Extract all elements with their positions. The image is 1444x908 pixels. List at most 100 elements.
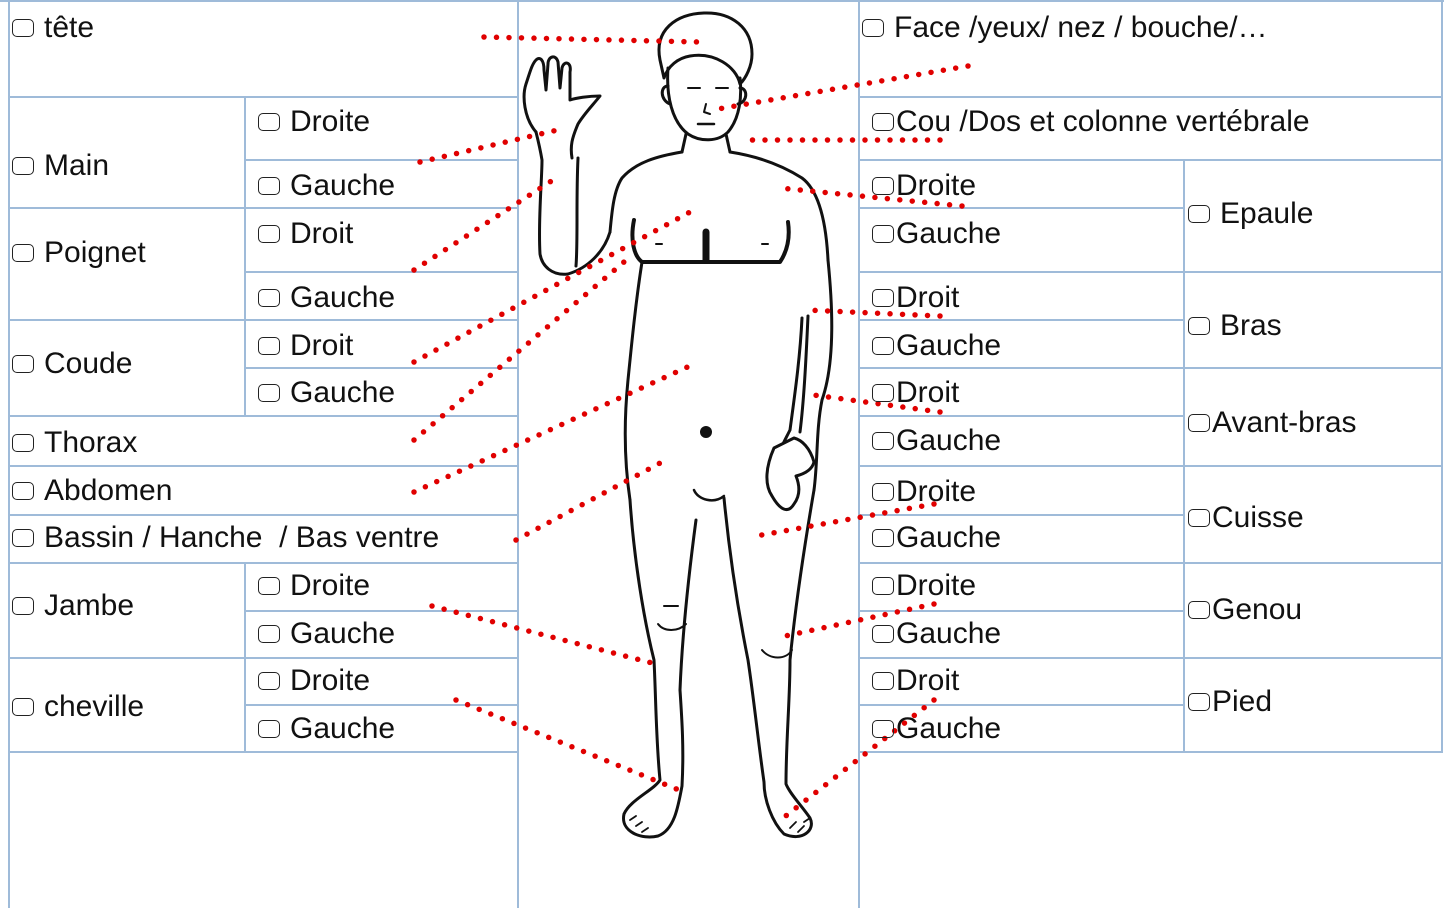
bras-checkbox[interactable] xyxy=(1188,317,1210,335)
coude-left-checkbox[interactable] xyxy=(258,384,280,402)
avant-bras-checkbox[interactable] xyxy=(1188,414,1210,432)
poignet-right-label: Droit xyxy=(290,216,353,252)
jambe-right-option: Droite xyxy=(258,568,370,604)
face-checkbox[interactable] xyxy=(862,19,884,37)
bras-right-checkbox[interactable] xyxy=(872,289,894,307)
main-option: Main xyxy=(12,148,109,184)
main-left-checkbox[interactable] xyxy=(258,177,280,195)
epaule-right-checkbox[interactable] xyxy=(872,177,894,195)
pied-right-option: Droit xyxy=(872,663,959,699)
jambe-label: Jambe xyxy=(44,588,134,624)
tete-checkbox[interactable] xyxy=(12,19,34,37)
bras-left-label: Gauche xyxy=(896,328,1001,364)
genou-label: Genou xyxy=(1212,592,1302,628)
main-right-label: Droite xyxy=(290,104,370,140)
pied-checkbox[interactable] xyxy=(1188,693,1210,711)
cuisse-option: Cuisse xyxy=(1188,500,1304,536)
jambe-left-checkbox[interactable] xyxy=(258,625,280,643)
main-left-label: Gauche xyxy=(290,168,395,204)
cou-option: Cou /Dos et colonne vertébrale xyxy=(872,104,1310,140)
pied-left-option: Gauche xyxy=(872,711,1001,747)
poignet-right-checkbox[interactable] xyxy=(258,225,280,243)
cheville-right-label: Droite xyxy=(290,663,370,699)
genou-right-label: Droite xyxy=(896,568,976,604)
coude-right-option: Droit xyxy=(258,328,353,364)
epaule-left-checkbox[interactable] xyxy=(872,225,894,243)
cheville-checkbox[interactable] xyxy=(12,698,34,716)
coude-option: Coude xyxy=(12,346,132,382)
poignet-checkbox[interactable] xyxy=(12,244,34,262)
cou-checkbox[interactable] xyxy=(872,113,894,131)
epaule-right-label: Droite xyxy=(896,168,976,204)
jambe-checkbox[interactable] xyxy=(12,597,34,615)
face-label: Face /yeux/ nez / bouche/… xyxy=(894,10,1268,46)
leader-poignet-droit xyxy=(414,178,556,270)
genou-left-label: Gauche xyxy=(896,616,1001,652)
leader-thorax xyxy=(414,262,624,440)
main-checkbox[interactable] xyxy=(12,157,34,175)
cheville-option: cheville xyxy=(12,689,144,725)
abdomen-checkbox[interactable] xyxy=(12,482,34,500)
avant-bras-right-checkbox[interactable] xyxy=(872,384,894,402)
bras-right-option: Droit xyxy=(872,280,959,316)
coude-right-checkbox[interactable] xyxy=(258,337,280,355)
thorax-checkbox[interactable] xyxy=(12,434,34,452)
cheville-left-checkbox[interactable] xyxy=(258,720,280,738)
leader-main-droite xyxy=(420,128,566,162)
avant-bras-right-option: Droit xyxy=(872,375,959,411)
cuisse-label: Cuisse xyxy=(1212,500,1304,536)
jambe-right-label: Droite xyxy=(290,568,370,604)
genou-right-checkbox[interactable] xyxy=(872,577,894,595)
bassin-checkbox[interactable] xyxy=(12,529,34,547)
avant-bras-option: Avant-bras xyxy=(1188,405,1357,441)
pied-option: Pied xyxy=(1188,684,1272,720)
leader-bassin xyxy=(516,462,662,540)
epaule-option: Epaule xyxy=(1188,196,1313,232)
pied-left-checkbox[interactable] xyxy=(872,720,894,738)
leader-cheville xyxy=(456,700,684,792)
genou-left-checkbox[interactable] xyxy=(872,625,894,643)
bras-left-checkbox[interactable] xyxy=(872,337,894,355)
jambe-right-checkbox[interactable] xyxy=(258,577,280,595)
avant-bras-left-checkbox[interactable] xyxy=(872,432,894,450)
pied-right-checkbox[interactable] xyxy=(872,672,894,690)
epaule-checkbox[interactable] xyxy=(1188,205,1210,223)
jambe-option: Jambe xyxy=(12,588,134,624)
poignet-label: Poignet xyxy=(44,235,146,271)
poignet-option: Poignet xyxy=(12,235,146,271)
avant-bras-left-label: Gauche xyxy=(896,423,1001,459)
pied-label: Pied xyxy=(1212,684,1272,720)
main-right-checkbox[interactable] xyxy=(258,113,280,131)
genou-checkbox[interactable] xyxy=(1188,601,1210,619)
avant-bras-left-option: Gauche xyxy=(872,423,1001,459)
thorax-option: Thorax xyxy=(12,425,137,461)
coude-checkbox[interactable] xyxy=(12,355,34,373)
cuisse-right-checkbox[interactable] xyxy=(872,483,894,501)
cou-label: Cou /Dos et colonne vertébrale xyxy=(896,104,1310,140)
tete-option: tête xyxy=(12,10,94,46)
jambe-left-option: Gauche xyxy=(258,616,395,652)
coude-right-label: Droit xyxy=(290,328,353,364)
cuisse-left-label: Gauche xyxy=(896,520,1001,556)
cuisse-checkbox[interactable] xyxy=(1188,509,1210,527)
cheville-right-option: Droite xyxy=(258,663,370,699)
bras-right-label: Droit xyxy=(896,280,959,316)
cuisse-right-label: Droite xyxy=(896,474,976,510)
leader-tete xyxy=(484,37,700,42)
coude-left-option: Gauche xyxy=(258,375,395,411)
poignet-left-checkbox[interactable] xyxy=(258,289,280,307)
abdomen-label: Abdomen xyxy=(44,473,172,509)
cuisse-left-checkbox[interactable] xyxy=(872,529,894,547)
genou-left-option: Gauche xyxy=(872,616,1001,652)
genou-right-option: Droite xyxy=(872,568,976,604)
epaule-label: Epaule xyxy=(1220,196,1313,232)
main-right-option: Droite xyxy=(258,104,370,140)
poignet-left-label: Gauche xyxy=(290,280,395,316)
thorax-label: Thorax xyxy=(44,425,137,461)
main-left-option: Gauche xyxy=(258,168,395,204)
face-option: Face /yeux/ nez / bouche/… xyxy=(862,10,1268,46)
epaule-left-option: Gauche xyxy=(872,216,1001,252)
cheville-left-option: Gauche xyxy=(258,711,395,747)
cheville-right-checkbox[interactable] xyxy=(258,672,280,690)
